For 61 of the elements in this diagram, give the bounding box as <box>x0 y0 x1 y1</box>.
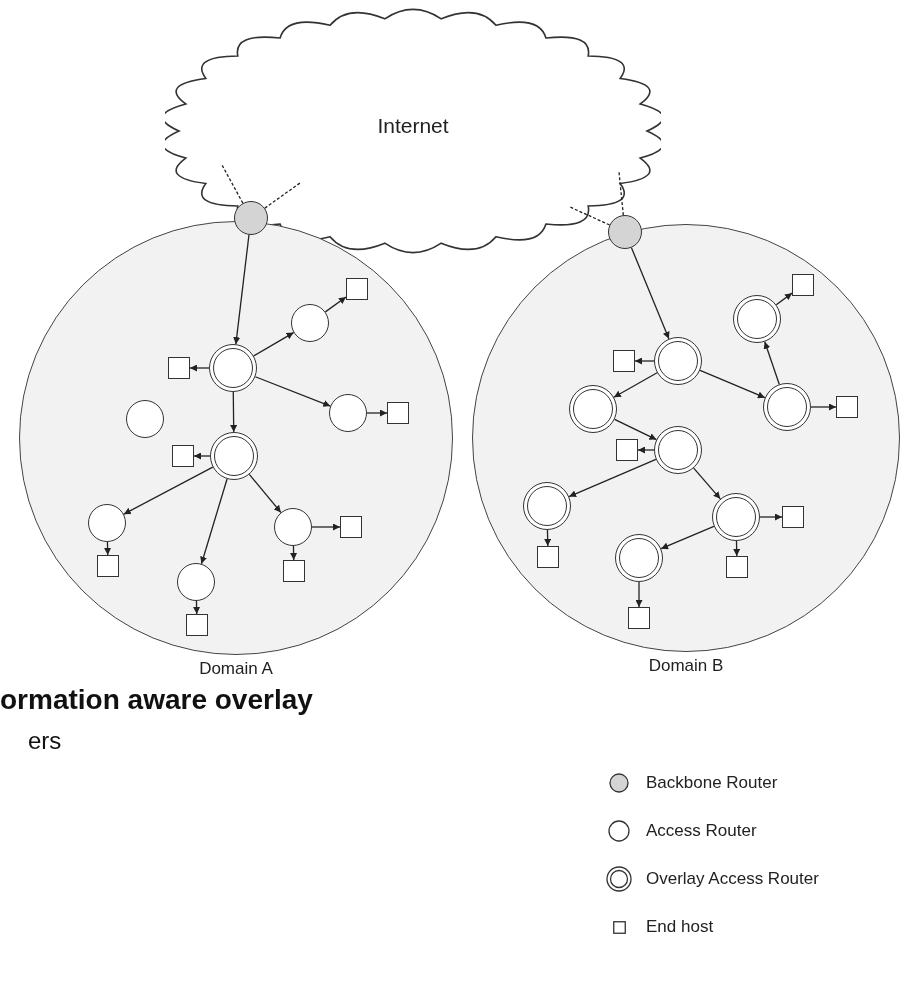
arrow <box>248 473 282 514</box>
cloud-label: Internet <box>377 114 449 138</box>
end-host <box>172 445 194 467</box>
arrow <box>810 403 837 411</box>
arrow <box>635 581 643 608</box>
arrow <box>637 446 655 454</box>
arrow <box>630 247 670 340</box>
arrow <box>200 478 228 565</box>
arrow <box>693 467 721 500</box>
arrow <box>193 600 201 615</box>
end-host <box>628 607 650 629</box>
end-host <box>387 402 409 424</box>
end-host <box>792 274 814 296</box>
arrow <box>290 545 298 561</box>
end-host <box>97 555 119 577</box>
arrow <box>254 376 331 407</box>
heading-text: ormation aware overlay <box>0 684 313 716</box>
arrow <box>568 458 657 498</box>
arrow <box>189 364 210 372</box>
end-host <box>283 560 305 582</box>
end-host <box>613 350 635 372</box>
arrow <box>613 418 658 441</box>
arrow <box>660 525 715 550</box>
end-host <box>186 614 208 636</box>
end-host <box>782 506 804 528</box>
link-line <box>221 164 244 204</box>
end-host <box>616 439 638 461</box>
arrow <box>613 372 658 398</box>
arrow <box>759 513 783 521</box>
legend-label: Access Router <box>646 821 757 841</box>
arrow <box>253 331 295 357</box>
arrow <box>123 466 214 515</box>
legend-label: Backbone Router <box>646 773 778 793</box>
arrow <box>366 409 388 417</box>
arrow <box>324 296 347 313</box>
arrow <box>763 341 780 385</box>
arrow <box>104 541 112 556</box>
end-host <box>726 556 748 578</box>
legend-label: End host <box>646 917 714 937</box>
link-line <box>264 182 301 209</box>
arrow <box>775 292 793 306</box>
arrow <box>230 391 238 433</box>
arrow <box>544 529 552 547</box>
backbone-router <box>608 215 642 249</box>
arrow <box>699 369 766 399</box>
end-host <box>168 357 190 379</box>
arrow <box>733 540 741 557</box>
end-host <box>836 396 858 418</box>
arrow <box>311 523 341 531</box>
body-text: ers <box>28 727 62 755</box>
domain-label: Domain A <box>199 659 273 679</box>
legend-label: Overlay Access Router <box>646 869 819 889</box>
arrow <box>233 234 250 345</box>
end-host <box>340 516 362 538</box>
end-host <box>346 278 368 300</box>
end-host <box>537 546 559 568</box>
arrow <box>634 357 655 365</box>
arrow <box>193 452 211 460</box>
domain-label: Domain B <box>648 656 724 676</box>
link-line <box>569 206 611 226</box>
link-line <box>618 171 624 216</box>
